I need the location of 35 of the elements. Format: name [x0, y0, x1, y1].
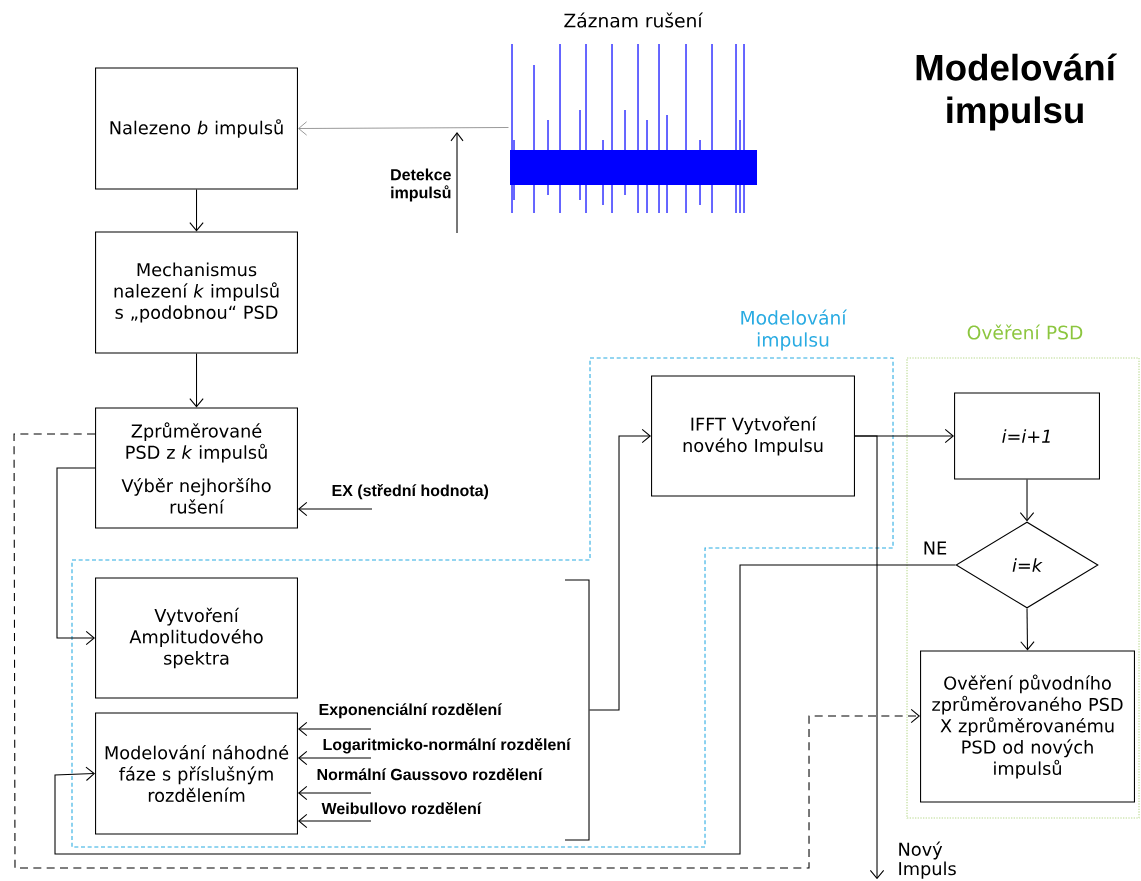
process-box: Vytvoření Amplitudového spektra — [95, 577, 298, 699]
process-box: Modelování náhodné fáze s příslušným rozdělením — [95, 712, 298, 835]
process-box: Ověření původního zprůměrovaného PSD X zprůměrovanému PSD od nových impulsů — [920, 650, 1135, 803]
arrow — [13, 433, 921, 869]
arrow — [298, 721, 372, 737]
arrow — [298, 813, 372, 829]
title: Modelování impulsu — [916, 53, 1117, 131]
input-label: Normální Gaussovo rozdělení — [317, 768, 543, 781]
arrow — [298, 750, 372, 766]
arrow — [298, 501, 373, 517]
arrow — [298, 785, 372, 801]
process-box: i=i+1 — [954, 392, 1100, 480]
process-box: Mechanismus nalezení k impulsů s „podobnou“ PSD — [95, 231, 298, 354]
process-box: IFFT Vytvoření nového Impulsu — [651, 375, 855, 497]
input-label: Exponenciální rozdělení — [319, 703, 503, 719]
input-label: Weibullovo rozdělení — [321, 802, 482, 815]
process-box: Nalezeno b impulsů — [95, 67, 298, 190]
output-label: Nový Impuls — [899, 841, 956, 879]
annotation-label: Detekce impulsů — [391, 168, 451, 202]
arrow — [1020, 608, 1035, 651]
edge-label: NE — [921, 540, 949, 556]
plot-title: Záznam rušení — [564, 12, 704, 28]
input-label: Logaritmicko-normální rozdělení — [323, 738, 571, 754]
arrow — [854, 435, 885, 880]
arrow — [298, 121, 509, 136]
input-label: EX (střední hodnota) — [332, 484, 489, 500]
arrow — [189, 189, 204, 232]
process-box: Zprůměrované PSD z k impulsů Výběr nejhoršího rušení — [95, 407, 298, 529]
arrow — [1019, 479, 1035, 522]
arrow — [54, 564, 956, 855]
arrow — [56, 467, 96, 646]
arrow — [189, 353, 204, 408]
region-heading: Modelování impulsu — [741, 309, 847, 351]
arrow — [589, 428, 652, 711]
region-heading: Ověření PSD — [967, 324, 1083, 340]
